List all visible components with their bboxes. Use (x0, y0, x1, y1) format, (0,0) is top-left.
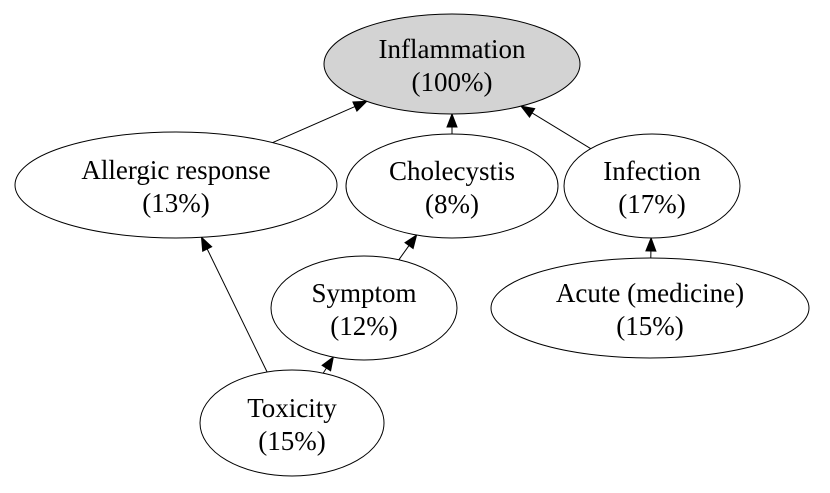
edge-allergic-to-inflammation (272, 106, 356, 144)
node-percent: (13%) (142, 188, 209, 218)
node-name: Infection (603, 156, 701, 186)
node-name: Acute (medicine) (556, 278, 744, 308)
node-percent: (12%) (330, 311, 397, 341)
node-infection: Infection(17%) (563, 133, 741, 239)
node-name: Symptom (311, 278, 416, 308)
node-allergic: Allergic response(13%) (14, 131, 338, 239)
node-ellipse (14, 131, 338, 239)
arrowhead-allergic-to-inflammation (352, 100, 369, 112)
node-name: Toxicity (247, 393, 337, 423)
node-percent: (15%) (258, 426, 325, 456)
node-ellipse (323, 13, 581, 115)
node-name: Inflammation (379, 34, 526, 64)
edge-symptom-to-cholecystis (398, 245, 410, 261)
node-percent: (17%) (618, 189, 685, 219)
edge-toxicity-to-symptom (322, 367, 327, 374)
node-name: Cholecystis (389, 156, 515, 186)
nodes-layer: Inflammation(100%) Allergic response(13%)… (14, 13, 810, 477)
node-cholecystis: Cholecystis(8%) (345, 133, 559, 239)
arrowhead-acute-to-infection (645, 236, 657, 252)
arrowhead-infection-to-inflammation (519, 105, 536, 118)
node-ellipse (199, 369, 385, 477)
arrowhead-toxicity-to-allergic (200, 236, 213, 252)
edge-infection-to-inflammation (531, 112, 592, 150)
arrowhead-symptom-to-cholecystis (404, 233, 418, 250)
node-toxicity: Toxicity(15%) (199, 369, 385, 477)
node-name: Allergic response (81, 155, 270, 185)
node-symptom: Symptom(12%) (270, 255, 458, 361)
node-ellipse (270, 255, 458, 361)
node-percent: (8%) (425, 189, 479, 219)
node-ellipse (563, 133, 741, 239)
node-percent: (15%) (616, 311, 683, 341)
arrowhead-cholecystis-to-inflammation (446, 112, 458, 128)
arrowhead-toxicity-to-symptom (321, 355, 335, 372)
node-inflammation: Inflammation(100%) (323, 13, 581, 115)
node-percent: (100%) (412, 67, 493, 97)
node-acute: Acute (medicine)(15%) (490, 257, 810, 359)
node-ellipse (490, 257, 810, 359)
edges-layer (200, 100, 657, 374)
node-ellipse (345, 133, 559, 239)
edge-toxicity-to-allergic (206, 248, 268, 373)
